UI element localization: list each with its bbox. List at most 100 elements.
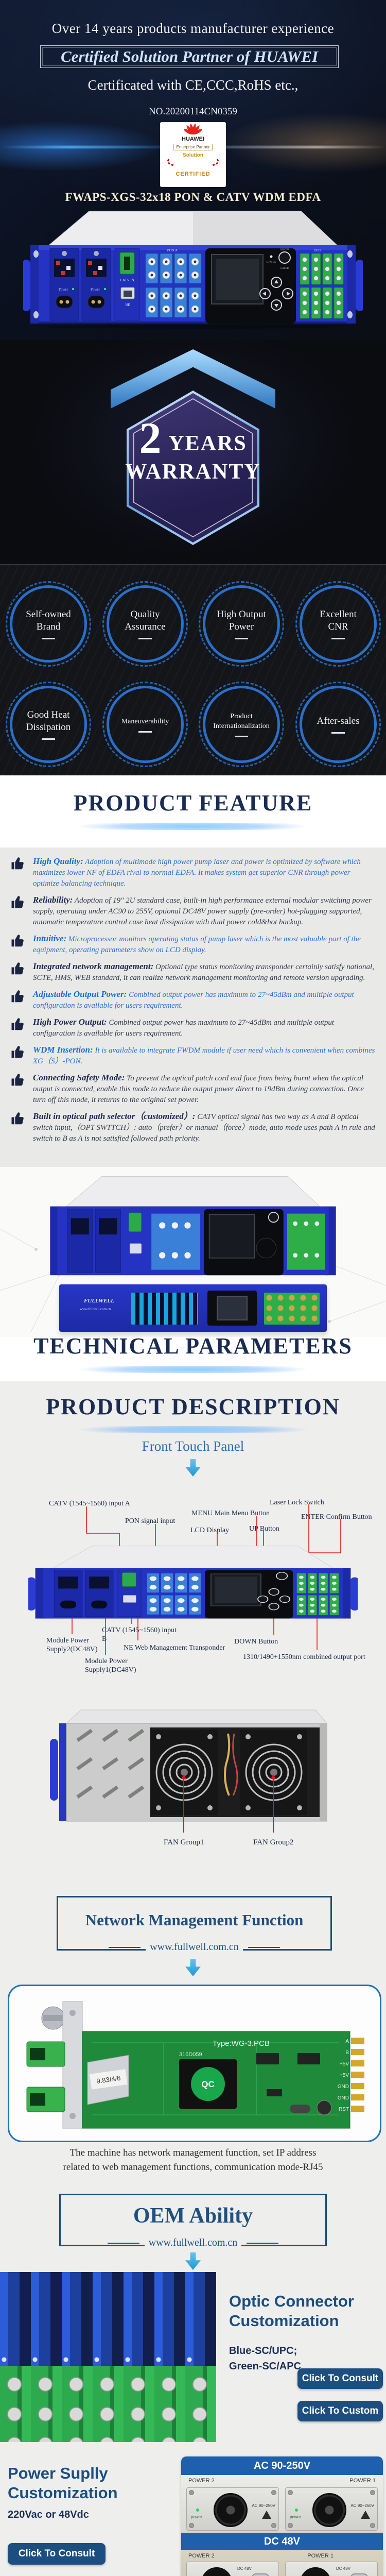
label-combined-output: 1310/1490+1550nm combined output port [243,1653,365,1661]
feature-item: High Quality: Adoption of multimode high… [10,856,376,889]
connector-strip [131,1293,198,1325]
product-feature-heading-band: PRODUCT FEATURE [0,775,386,848]
power-supply-section: Power Suplly Customization 220Vac or 48V… [0,2442,386,2576]
ac-panel: POWER 2 POWER 1 power AC 90~250V power A… [181,2475,383,2533]
glow-div [39,1366,347,1373]
website-text: www.fullwell.com.cn [146,1941,243,1953]
feature-item: High Power Output: Combined output power… [10,1016,376,1039]
label-down-button: DOWN Button [234,1638,278,1646]
certified-label: CERTIFIED [176,171,210,177]
thumbs-up-icon [10,1016,33,1039]
power-title: Power Suplly Customization [8,2464,118,2502]
warranty-number: 2 [139,413,162,463]
fan1-pointer [181,1774,186,1833]
feature-item: Integrated network management: Optional … [10,961,376,984]
thumbs-up-icon [10,989,33,1011]
optic-spec1: Blue-SC/UPC; [229,2345,297,2357]
down-arrow-icon [185,1459,201,1477]
warranty-word: WARRANTY [125,460,261,484]
svg-text:GND: GND [338,2095,349,2101]
power-spec: 220Vac or 48Vdc [8,2509,89,2520]
technical-parameters-band: TECHNICAL PARAMETERS [0,1333,386,1381]
fan-icon [201,2567,232,2576]
down-arrow-icon [185,2252,201,2270]
warranty-text: 2 YEARS WARRANTY [116,413,270,484]
huawei-logo-icon [184,123,202,135]
svg-text:RST: RST [339,2107,349,2112]
network-mgmt-title: Network Management Function [85,1911,304,1929]
label-catv-input-b: CATV (1545~1560) input B [102,1626,177,1643]
svg-text:A: A [345,2039,349,2044]
thumbs-up-icon [10,1044,33,1067]
svg-text:+5V: +5V [340,2061,349,2067]
svg-text:9.83/4/6: 9.83/4/6 [96,2074,121,2085]
svg-text:Type:WG-3.PCB: Type:WG-3.PCB [213,2039,270,2048]
power-supply-photo: AC 90-250V POWER 2 POWER 1 power AC 90~2… [181,2456,383,2576]
label-laser-lock: Laser Lock Switch [270,1499,324,1506]
fan-icon [312,2493,346,2527]
warning-icon [262,2511,271,2519]
dc-connector [350,2573,368,2576]
stacked-top-unit [50,1176,336,1276]
certificate-line: Certificated with CE,CCC,RoHS etc., [87,77,299,93]
thumbs-up-icon [10,856,33,889]
product-front-panel-image: Power Power CATV IN [23,211,363,329]
output-ports [264,1293,320,1325]
feature-item: Connecting Safety Mode: To prevent the o… [10,1072,376,1106]
ac-module-1: power AC 90~250V [285,2487,378,2531]
warning-icon [361,2511,370,2519]
optic-custom-button[interactable]: Click To Custom [297,2401,383,2421]
front-panel-diagram-image [28,1546,358,1619]
huawei-certified-badge: HUAWEI Enterprise Partner Solution CERTI… [160,122,226,187]
thumbs-up-icon [10,1072,33,1106]
ac-header: AC 90-250V [181,2456,383,2475]
feature-list: High Quality: Adoption of multimode high… [0,848,386,1167]
thumbs-up-icon [10,961,33,984]
power-consult-button[interactable]: Click To Consult [8,2543,106,2565]
label-menu-button: MENU Main Menu Button [191,1510,270,1517]
website-row: www.fullwell.com.cn [57,1941,332,1953]
svg-text:OUT: OUT [314,248,322,252]
svg-text:STATUS: STATUS [267,261,276,264]
svg-text:CATV IN: CATV IN [120,278,134,282]
website-row: www.fullwell.com.cn [59,2237,327,2249]
oem-title: OEM Ability [133,2204,253,2228]
svg-text:GND: GND [338,2084,349,2090]
feature-item: Intuitive: Microprocessor monitors opera… [10,933,376,956]
enterprise-partner: Enterprise Partner [173,144,213,150]
product-title: FWAPS-XGS-32x18 PON & CATV WDM EDFA [65,191,321,204]
label-enter-button: ENTER Confirm Button [301,1513,372,1521]
svg-text:316D059: 316D059 [179,2052,202,2058]
ac-module-2: power AC 90~250V [186,2487,279,2531]
dc-module-1: DC 48V [285,2562,378,2576]
svg-text:LASER: LASER [280,267,289,270]
feature-item: Built in optical path selector（customize… [10,1111,376,1144]
glow-divider [39,823,347,830]
nm-caption-line1: The machine has network management funct… [69,2147,317,2158]
badge-after-sales: After-sales [295,682,381,767]
product-feature-title: PRODUCT FEATURE [73,790,313,816]
optic-title: Optic Connector Customization [229,2292,354,2330]
feature-item: WDM Insertion: It is available to integr… [10,1044,376,1067]
label-lcd-display: LCD Display [190,1527,230,1534]
svg-text:ON/OFF: ON/OFF [280,249,289,251]
pcb-graphic: 9.83/4/6 Type:WG-3.PCB 316D059 QC A B +5… [26,2001,364,2129]
warranty-years: YEARS [168,432,247,455]
optic-consult-button[interactable]: Click To Consult [297,2368,383,2389]
badge-maneuverability: Maneuverability [102,682,188,767]
stacked-bottom-unit: FULLWELL www.fullwell.com.cn [59,1284,327,1332]
product-description-title: PRODUCT DESCRIPTION [46,1394,340,1419]
optic-connector-section: Optic Connector Customization Blue-SC/UP… [0,2272,386,2442]
label-psu1: Module Power Supply1(DC48V) [85,1657,136,1674]
technical-parameters-title: TECHNICAL PARAMETERS [33,1333,353,1359]
label-catv-input-a: CATV (1545~1560) input A [49,1500,130,1507]
svg-text:Power: Power [91,287,100,292]
certificate-number: NO.20200114CN0359 [149,106,237,117]
solution-label: Solution [183,152,203,158]
label-pon-input: PON signal input [125,1517,176,1525]
